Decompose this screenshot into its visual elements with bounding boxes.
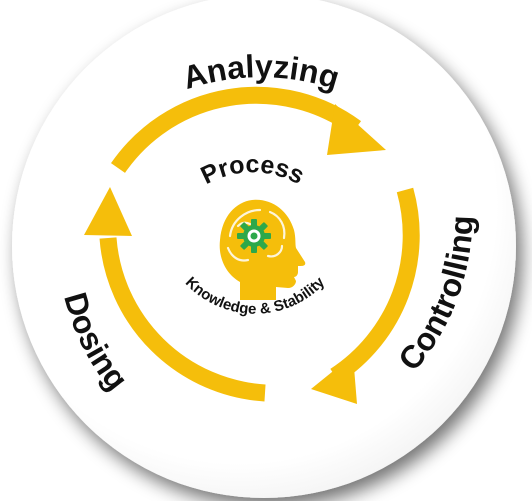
cycle-arrows [99,86,420,402]
head-with-gear-icon [219,199,306,300]
arrow-head-dosing [84,187,132,236]
gear [237,219,271,253]
arrow-head-analyzing [327,104,386,155]
arrow-arc-controlling [330,187,420,384]
arrow-arc-dosing [99,237,266,402]
arrow-arc-analyzing [111,86,362,173]
arrow-head-controlling [311,355,357,404]
arrow-heads [84,104,386,404]
